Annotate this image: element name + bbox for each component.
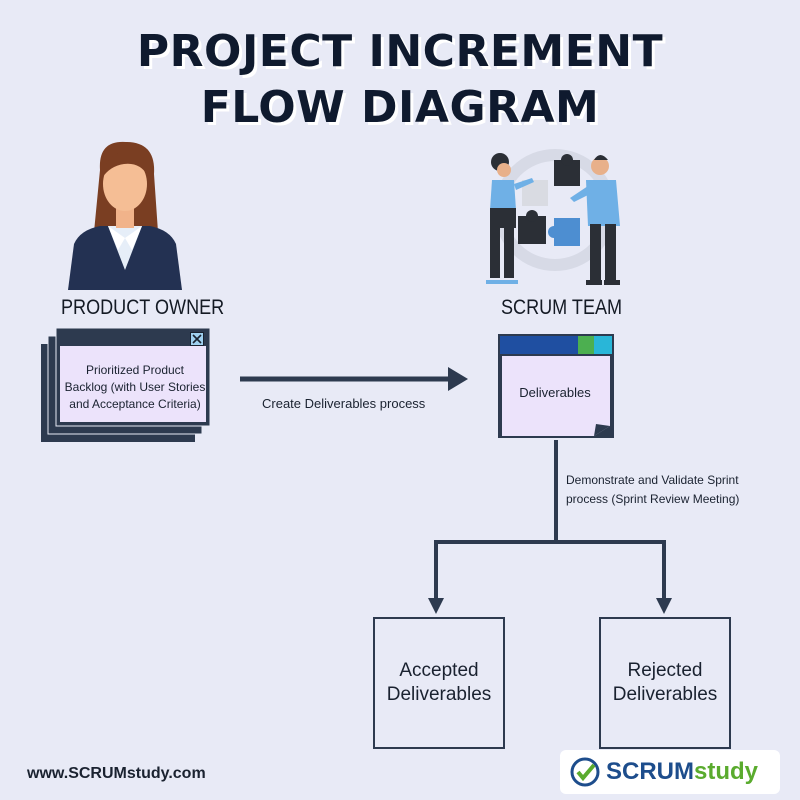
logo-text-study: study (694, 758, 759, 785)
rejected-deliverables-box: Rejected Deliverables (599, 617, 731, 749)
rejected-line1: Rejected (627, 660, 703, 681)
backlog-window-stack (41, 328, 211, 442)
scrum-team-label: SCRUM TEAM (501, 296, 623, 319)
diagram-title-line1: PROJECT INCREMENT (136, 26, 664, 77)
footer-url[interactable]: www.SCRUMstudy.com (27, 765, 206, 782)
create-deliverables-arrow (240, 367, 468, 391)
close-icon (190, 332, 204, 346)
accepted-line2: Deliverables (386, 684, 492, 705)
product-owner-label: PRODUCT OWNER (61, 296, 225, 319)
backlog-text: Prioritized Product Backlog (with User S… (64, 363, 206, 411)
validate-label-line2: process (Sprint Review Meeting) (566, 492, 740, 506)
rejected-line2: Deliverables (612, 684, 718, 705)
diagram-title-line2: FLOW DIAGRAM (200, 82, 600, 133)
validation-flow-connectors (428, 440, 672, 614)
scrumstudy-logo: SCRUMstudy (560, 750, 780, 794)
logo-text-scrum: SCRUM (606, 758, 694, 785)
deliverables-text: Deliverables (519, 385, 591, 400)
accepted-line1: Accepted (399, 660, 479, 681)
scrum-team-illustration (486, 149, 620, 285)
checkmark-logo-icon (570, 757, 600, 787)
validate-label-line1: Demonstrate and Validate Sprint (566, 473, 739, 487)
create-deliverables-label: Create Deliverables process (262, 396, 426, 411)
accepted-deliverables-box: Accepted Deliverables (373, 617, 505, 749)
deliverables-note (498, 334, 614, 438)
product-owner-illustration (68, 141, 182, 290)
